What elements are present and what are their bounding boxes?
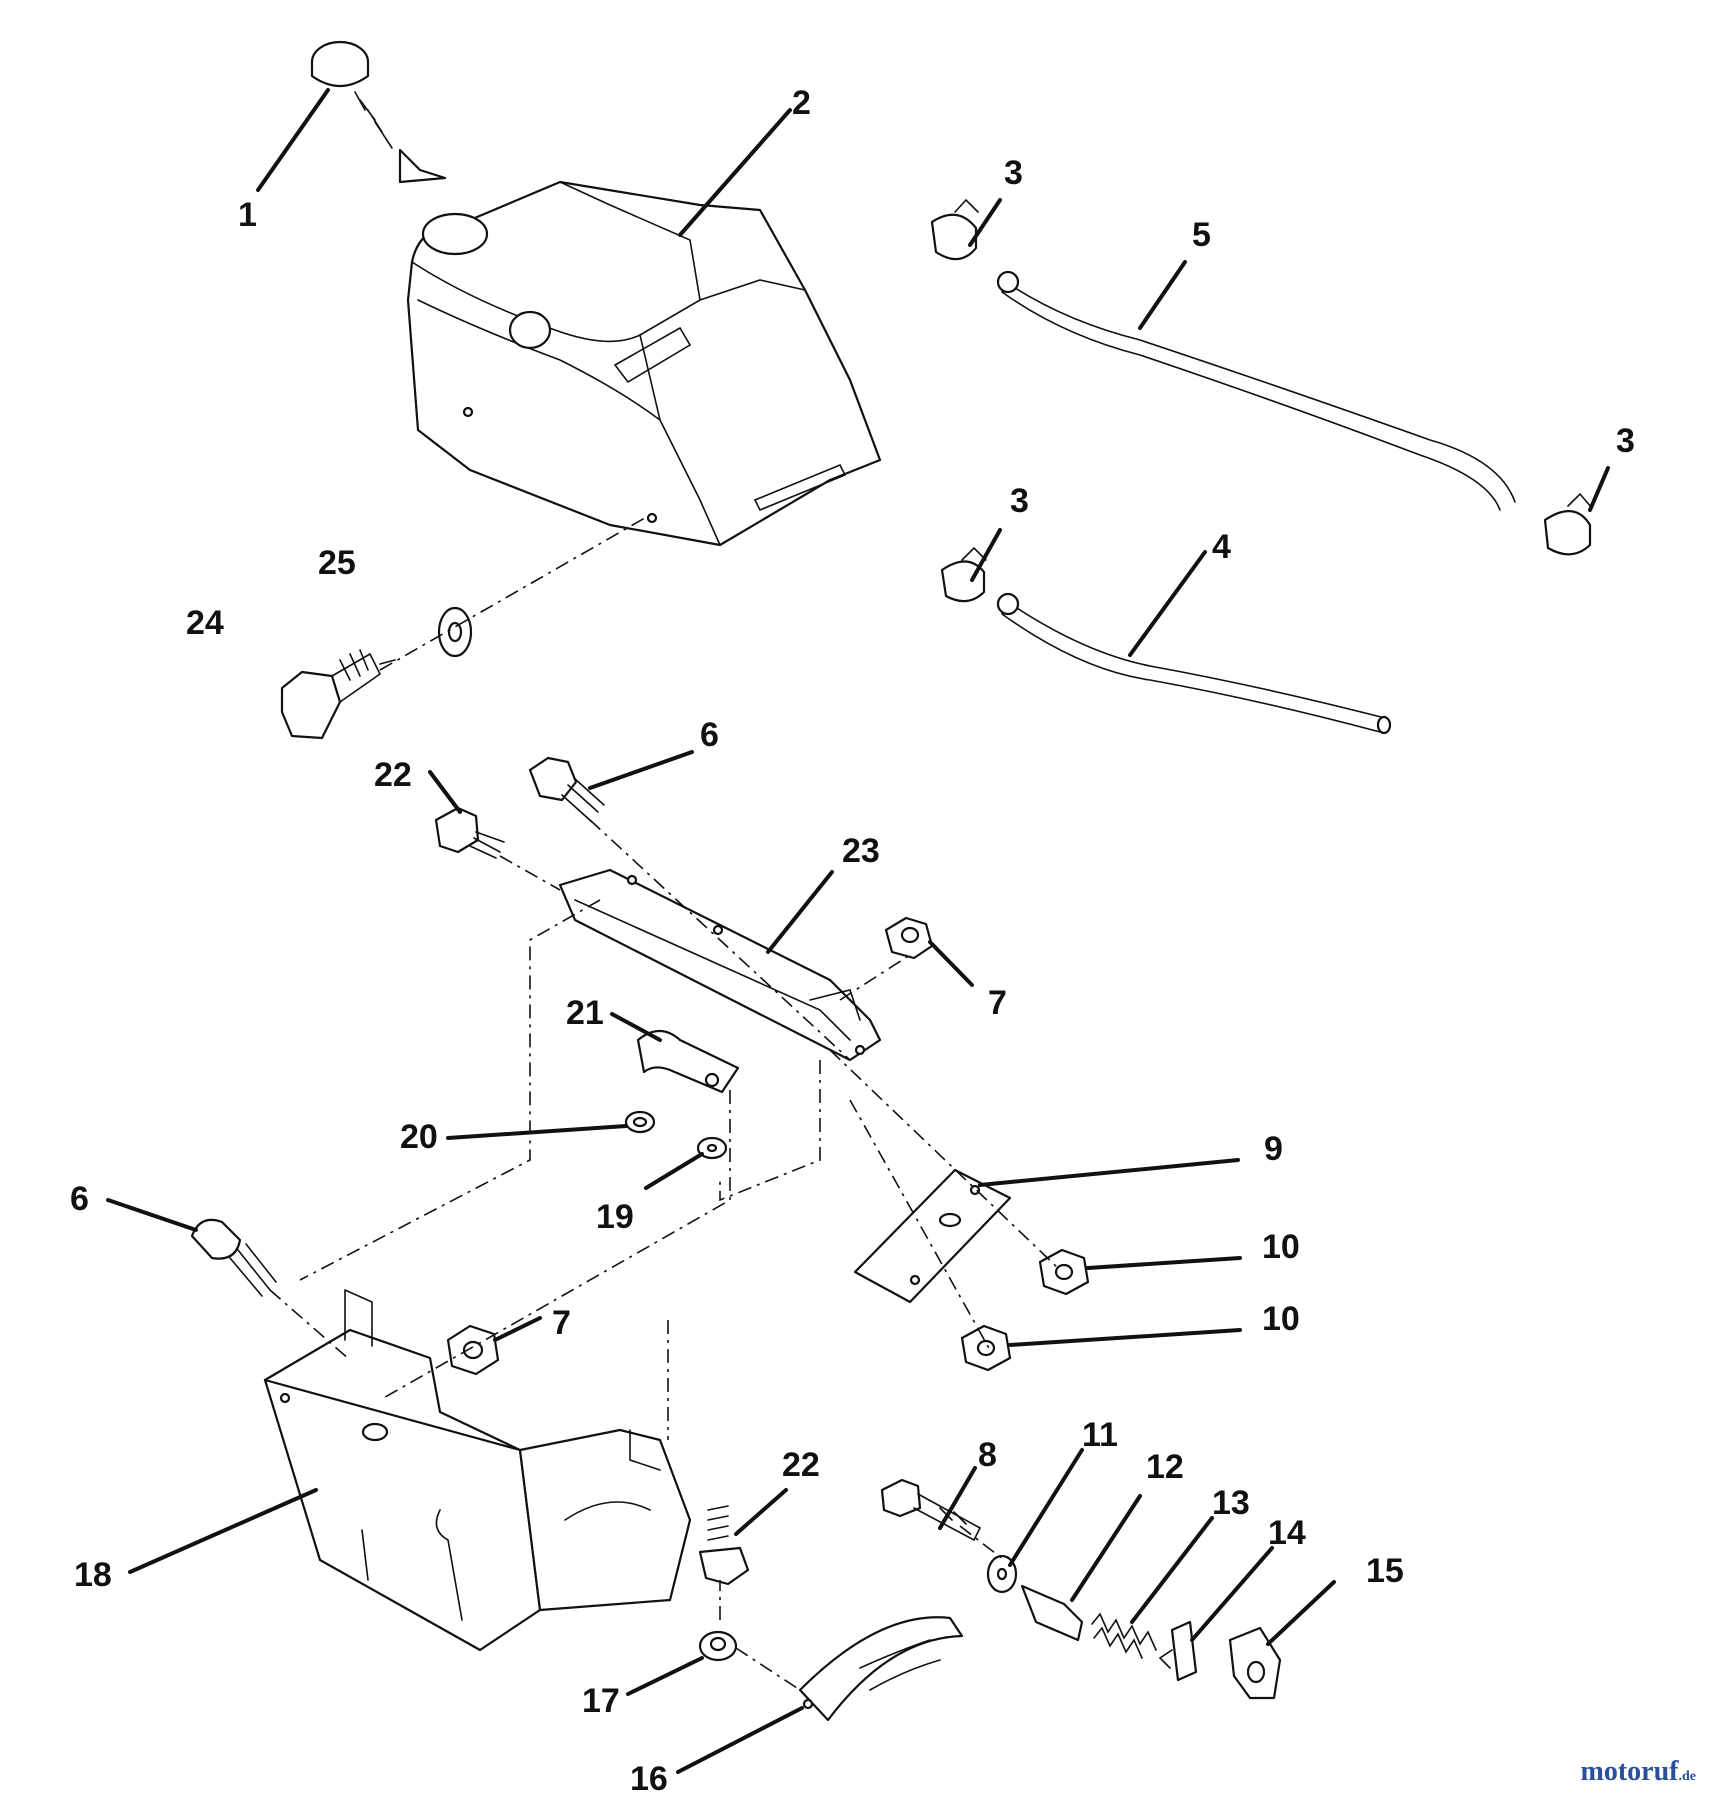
- fuel-tank-part: [406, 180, 882, 547]
- callout-24: 24: [186, 604, 224, 642]
- rail-bracket-part: [558, 868, 882, 1062]
- hex-nut-part: [446, 1324, 500, 1376]
- callout-labels: 1 2 3 3 3 5 4 25 24 6 22 23 7 21 20 19 9…: [70, 84, 1635, 1798]
- callout-25: 25: [318, 544, 356, 582]
- callout-6: 6: [700, 716, 719, 754]
- spring-part: [1091, 1612, 1157, 1659]
- flange-nut-part: [698, 1630, 738, 1662]
- callout-15: 15: [1366, 1552, 1404, 1590]
- callout-22: 22: [782, 1446, 820, 1484]
- leader-lines: [106, 88, 1610, 1774]
- hex-nut-part: [884, 916, 934, 960]
- callout-14: 14: [1268, 1514, 1306, 1552]
- watermark-suffix: .de: [1678, 1769, 1697, 1784]
- callout-9: 9: [1264, 1130, 1283, 1168]
- callout-13: 13: [1212, 1484, 1250, 1522]
- fuel-cap-part: [310, 40, 447, 184]
- callout-8: 8: [978, 1436, 997, 1474]
- carriage-bolt-part: [190, 1218, 277, 1297]
- callout-10: 10: [1262, 1228, 1300, 1266]
- hose-clamp-part: [1543, 492, 1593, 556]
- callout-16: 16: [630, 1760, 668, 1798]
- plate-part: [853, 1168, 1012, 1304]
- callout-3: 3: [1004, 154, 1023, 192]
- callout-7: 7: [988, 984, 1007, 1022]
- pin-part: [1020, 1584, 1084, 1642]
- callout-20: 20: [400, 1118, 438, 1156]
- callout-17: 17: [582, 1682, 620, 1720]
- callout-22: 22: [374, 756, 412, 794]
- grommet-part: [624, 1110, 656, 1134]
- callout-5: 5: [1192, 216, 1211, 254]
- callout-3: 3: [1616, 422, 1635, 460]
- callout-6: 6: [70, 1180, 89, 1218]
- hose-clamp-part: [930, 198, 979, 261]
- callout-7: 7: [552, 1304, 571, 1342]
- callout-4: 4: [1212, 528, 1231, 566]
- clip-part: [1158, 1620, 1198, 1682]
- callout-3: 3: [1010, 482, 1029, 520]
- clip-part: [636, 1029, 740, 1094]
- assembly-lines: [269, 514, 1061, 1691]
- quadrant-part: [798, 1616, 964, 1722]
- watermark-logo: motoruf.de: [1581, 1756, 1696, 1788]
- callout-11: 11: [1082, 1416, 1118, 1454]
- callout-21: 21: [566, 994, 604, 1032]
- hose-clamp-part: [940, 546, 987, 603]
- hex-nut-part: [1038, 1248, 1090, 1296]
- callout-1: 1: [238, 196, 257, 234]
- fuel-hose-long-part: [996, 270, 1516, 511]
- callout-10: 10: [1262, 1300, 1300, 1338]
- housing-bracket-part: [263, 1289, 692, 1652]
- bolt-part: [528, 756, 605, 823]
- callout-18: 18: [74, 1556, 112, 1594]
- washer-part: [437, 606, 473, 658]
- callout-19: 19: [596, 1198, 634, 1236]
- flange-bolt-part: [434, 806, 505, 859]
- hex-nut-part: [960, 1324, 1012, 1372]
- fuel-hose-short-part: [996, 592, 1392, 735]
- callout-12: 12: [1146, 1448, 1184, 1486]
- callout-2: 2: [792, 84, 811, 122]
- bolt-part: [280, 649, 396, 740]
- flange-bolt-part: [698, 1505, 750, 1586]
- watermark-text: motoruf: [1580, 1756, 1679, 1787]
- washer-part: [696, 1136, 728, 1160]
- callout-23: 23: [842, 832, 880, 870]
